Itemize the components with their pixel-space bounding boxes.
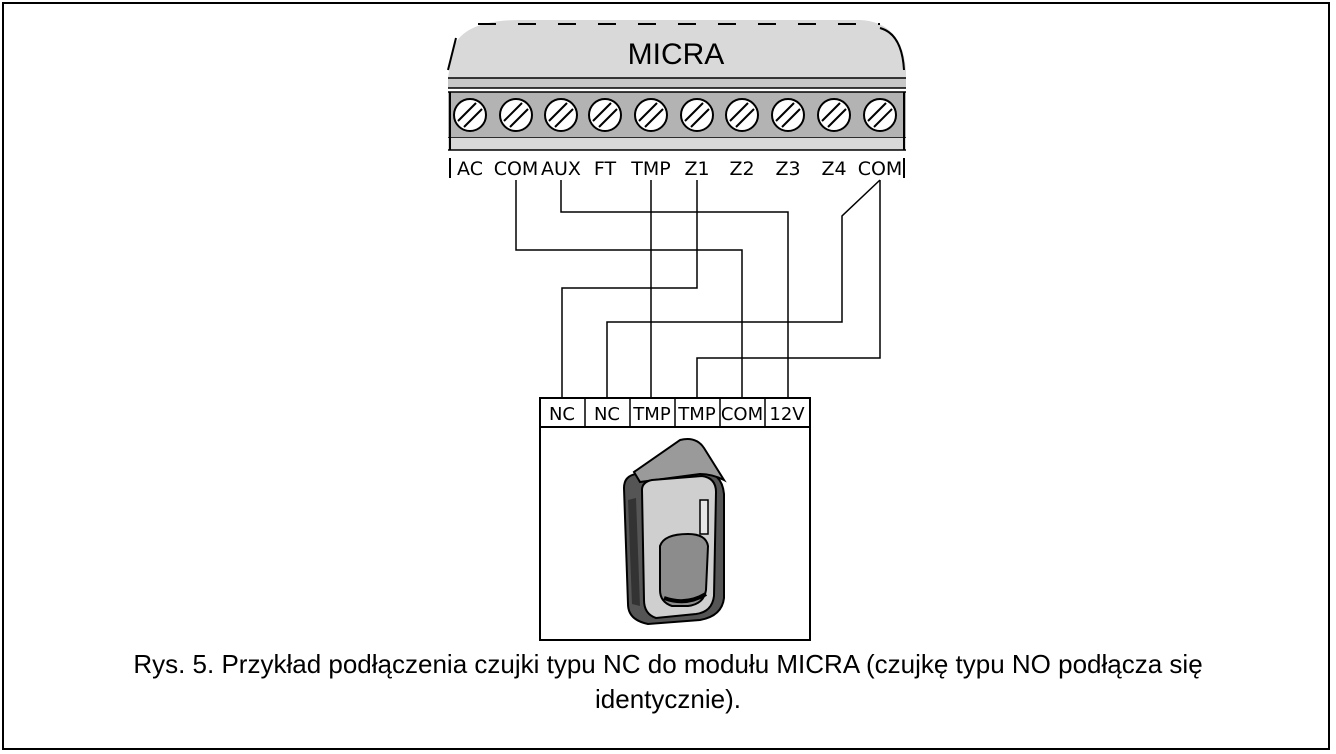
wire-com2-to-detector-nc [606,179,881,398]
wires [515,179,881,398]
detector-terminal-tmp-2: TMP [677,404,716,425]
terminal-screw [499,98,533,132]
module-terminal-z2: Z2 [729,158,754,180]
module-terminal-tmp: TMP [630,158,670,180]
module-terminal-com-2: COM [858,158,903,180]
terminal-screw [544,98,578,132]
module-terminal-z3: Z3 [775,158,800,180]
wire-com-to-detector-com [515,180,743,398]
detector-terminal-nc-1: NC [549,404,575,425]
detector-terminal-tmp-1: TMP [632,404,671,425]
module-terminal-ft: FT [594,158,617,180]
terminal-screw [771,98,805,132]
detector: NC NC TMP TMP COM 12V [539,397,811,641]
terminal-screw [725,98,759,132]
wire-z1-to-detector-nc [561,180,698,398]
caption-line-1: Rys. 5. Przykład podłączenia czujki typu… [133,649,1203,679]
terminal-screw [453,98,487,132]
module-terminal-z1: Z1 [684,158,709,180]
module-terminal-z4: Z4 [821,158,846,180]
detector-terminal-com: COM [721,404,763,425]
module-terminal-aux: AUX [541,158,581,180]
detector-terminal-12v: 12V [769,404,805,425]
terminal-screw [863,98,897,132]
module-terminal-com-1: COM [494,158,539,180]
detector-terminal-nc-2: NC [594,404,620,425]
module-terminal-labels: AC COM AUX FT TMP Z1 Z2 Z3 Z4 COM [457,158,902,180]
wire-com2-to-detector-tmp [696,180,881,398]
terminal-screw [680,98,714,132]
terminal-screw [817,98,851,132]
terminal-screws [453,98,897,132]
pir-sensor-illustration [622,438,727,626]
caption-line-2: identycznie). [595,684,741,714]
terminal-screw [588,98,622,132]
module-name: MICRA [628,38,725,71]
terminal-screw [634,98,668,132]
module-terminal-ac: AC [457,158,483,180]
wire-aux-to-detector-12v [560,180,789,398]
